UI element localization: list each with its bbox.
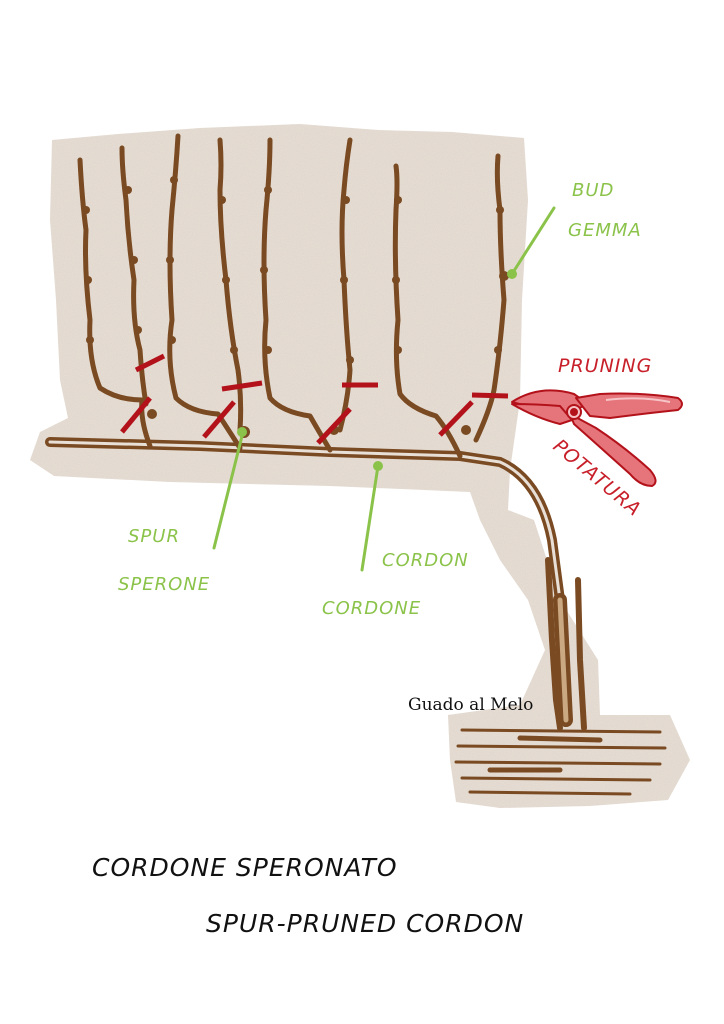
credit-text: Guado al Melo bbox=[408, 695, 533, 715]
leader-dots bbox=[237, 269, 517, 471]
cut-mark bbox=[316, 407, 352, 445]
trunk bbox=[545, 557, 587, 731]
vine-wood bbox=[45, 133, 667, 796]
cordon-leader-line bbox=[360, 464, 380, 572]
pruning-shears-icon bbox=[511, 389, 683, 487]
cut-mark bbox=[202, 400, 236, 439]
label-gemma: GEMMA bbox=[568, 220, 642, 241]
leader-lines bbox=[212, 206, 556, 572]
title-italian: CORDONE SPERONATO bbox=[92, 853, 398, 882]
spur-4 bbox=[392, 153, 507, 459]
spur-1 bbox=[77, 145, 153, 449]
soil bbox=[454, 728, 667, 796]
label-bud: BUD bbox=[572, 180, 614, 201]
buds bbox=[82, 176, 509, 438]
bud-leader-line bbox=[510, 206, 556, 276]
title-english: SPUR-PRUNED CORDON bbox=[206, 909, 524, 938]
cut-mark bbox=[438, 400, 474, 437]
pruning-cuts bbox=[120, 353, 509, 445]
paper-backdrop bbox=[30, 124, 690, 808]
cut-mark bbox=[120, 396, 152, 434]
spur-leader-line bbox=[212, 434, 244, 550]
label-sperone: SPERONE bbox=[118, 574, 210, 595]
cut-mark bbox=[134, 353, 166, 373]
cut-mark bbox=[221, 380, 263, 392]
label-pruning: PRUNING bbox=[558, 355, 652, 377]
label-potatura: POTATURA bbox=[549, 435, 646, 521]
cut-mark bbox=[471, 392, 509, 399]
label-spur: SPUR bbox=[128, 526, 180, 547]
label-cordone: CORDONE bbox=[322, 598, 421, 619]
label-cordon: CORDON bbox=[382, 550, 469, 571]
